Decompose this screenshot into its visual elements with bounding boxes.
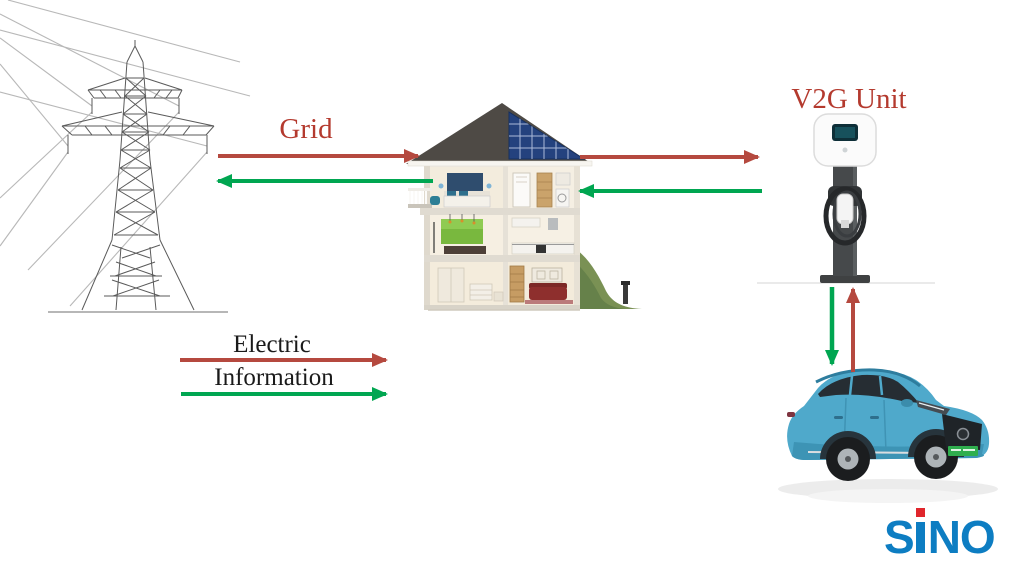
smart-home-icon <box>406 103 642 311</box>
logo-letters-no: NO <box>927 511 996 563</box>
garden-bollard-cap <box>621 281 630 285</box>
solar-panel <box>508 111 586 160</box>
power-grid-tower-icon <box>0 0 251 313</box>
bedroom-furniture <box>430 173 492 208</box>
license-plate <box>948 446 978 456</box>
v2g-unit-label: V2G Unit <box>791 83 907 115</box>
car-door-handle-front <box>870 416 879 419</box>
house-center-wall <box>503 166 508 310</box>
car-headlight-glint <box>918 402 945 411</box>
charging-cable-coil <box>823 186 867 246</box>
balcony <box>408 188 432 208</box>
tower-lattice <box>61 40 215 311</box>
charging-cable-inner-coil <box>832 190 862 238</box>
charging-connector <box>836 193 854 225</box>
dressing-room-furniture <box>437 267 504 303</box>
flow-arrows <box>180 149 860 401</box>
legend-electric-label: Electric <box>233 331 311 358</box>
car-reflection-soft <box>808 489 968 503</box>
car-windows <box>818 374 919 403</box>
roof-fascia <box>407 160 593 167</box>
kitchen-furniture <box>511 217 575 255</box>
logo-letter-i <box>915 508 925 553</box>
floor-slab-1 <box>420 208 580 215</box>
house-right-wall <box>574 166 580 310</box>
legend-information-label: Information <box>214 364 334 391</box>
floor-slab-2 <box>424 255 580 262</box>
charger-button <box>842 147 848 153</box>
charger-base <box>820 275 870 283</box>
electric-vehicle-icon <box>778 368 998 503</box>
utility-room-furniture <box>512 172 571 208</box>
car-roof-rail <box>815 368 921 388</box>
garden-hill-shade <box>577 264 626 309</box>
car-rear-wheel <box>826 437 870 481</box>
grid-label: Grid <box>279 113 333 145</box>
charger-screen-glow <box>835 127 855 138</box>
logo-letter-s: S <box>884 511 915 563</box>
connector-tip <box>841 220 849 228</box>
v2g-charging-unit-icon <box>757 113 935 284</box>
car-window-pillars <box>848 375 884 396</box>
car-mirror <box>901 399 913 407</box>
garden-bollard <box>623 284 628 304</box>
lounge-furniture <box>433 214 486 254</box>
charger-pole-highlight <box>853 158 857 276</box>
car-tail-lamp <box>787 412 795 417</box>
car-door-handle-rear <box>834 416 843 419</box>
mg-badge <box>956 427 970 441</box>
house-left-wall <box>424 166 430 310</box>
living-room-furniture <box>509 265 573 304</box>
house-base-slab <box>424 305 580 310</box>
power-lines <box>0 0 251 307</box>
